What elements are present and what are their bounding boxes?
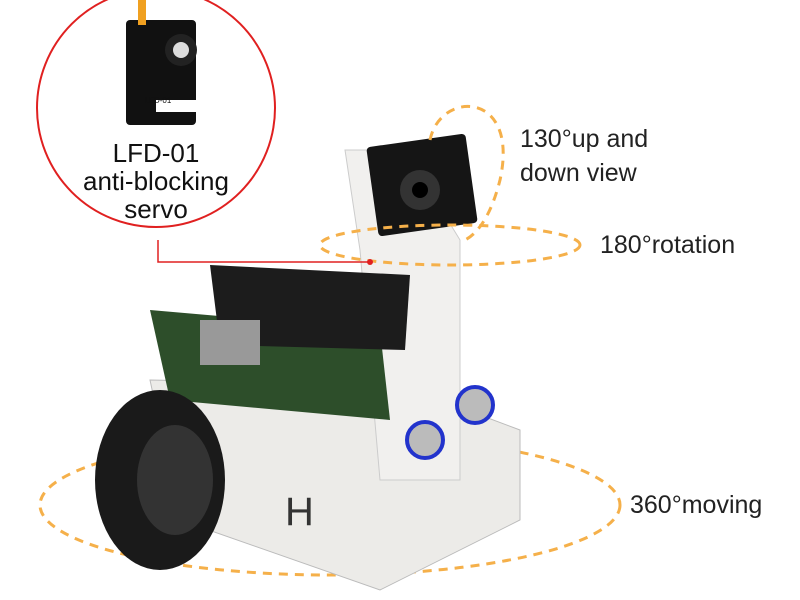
- camera-lens-center: [412, 182, 428, 198]
- servo-model: LFD-01: [112, 138, 200, 168]
- servo-desc-1: anti-blocking: [83, 166, 229, 196]
- servo-label: LFD-01: [144, 96, 172, 105]
- servo-desc-2: servo: [124, 194, 188, 224]
- moving-label: 360°moving: [630, 491, 763, 519]
- ultrasonic-right: [455, 385, 495, 425]
- tilt-arrow: [428, 105, 505, 242]
- callout-dot: [367, 259, 373, 265]
- chassis-h-mark: H: [285, 490, 314, 534]
- pan-arrow: [318, 223, 582, 267]
- servo-image: [126, 0, 197, 125]
- tilt-label-1: 130°up and: [520, 125, 649, 153]
- servo-callout: LFD-01 LFD-01 anti-blocking servo: [36, 0, 276, 228]
- callout-line: [157, 240, 370, 263]
- tilt-label-2: down view: [520, 159, 637, 187]
- wheel-hub: [137, 425, 213, 535]
- ultrasonic-left: [405, 420, 445, 460]
- usb-ports: [200, 320, 260, 365]
- pan-label: 180°rotation: [600, 231, 736, 259]
